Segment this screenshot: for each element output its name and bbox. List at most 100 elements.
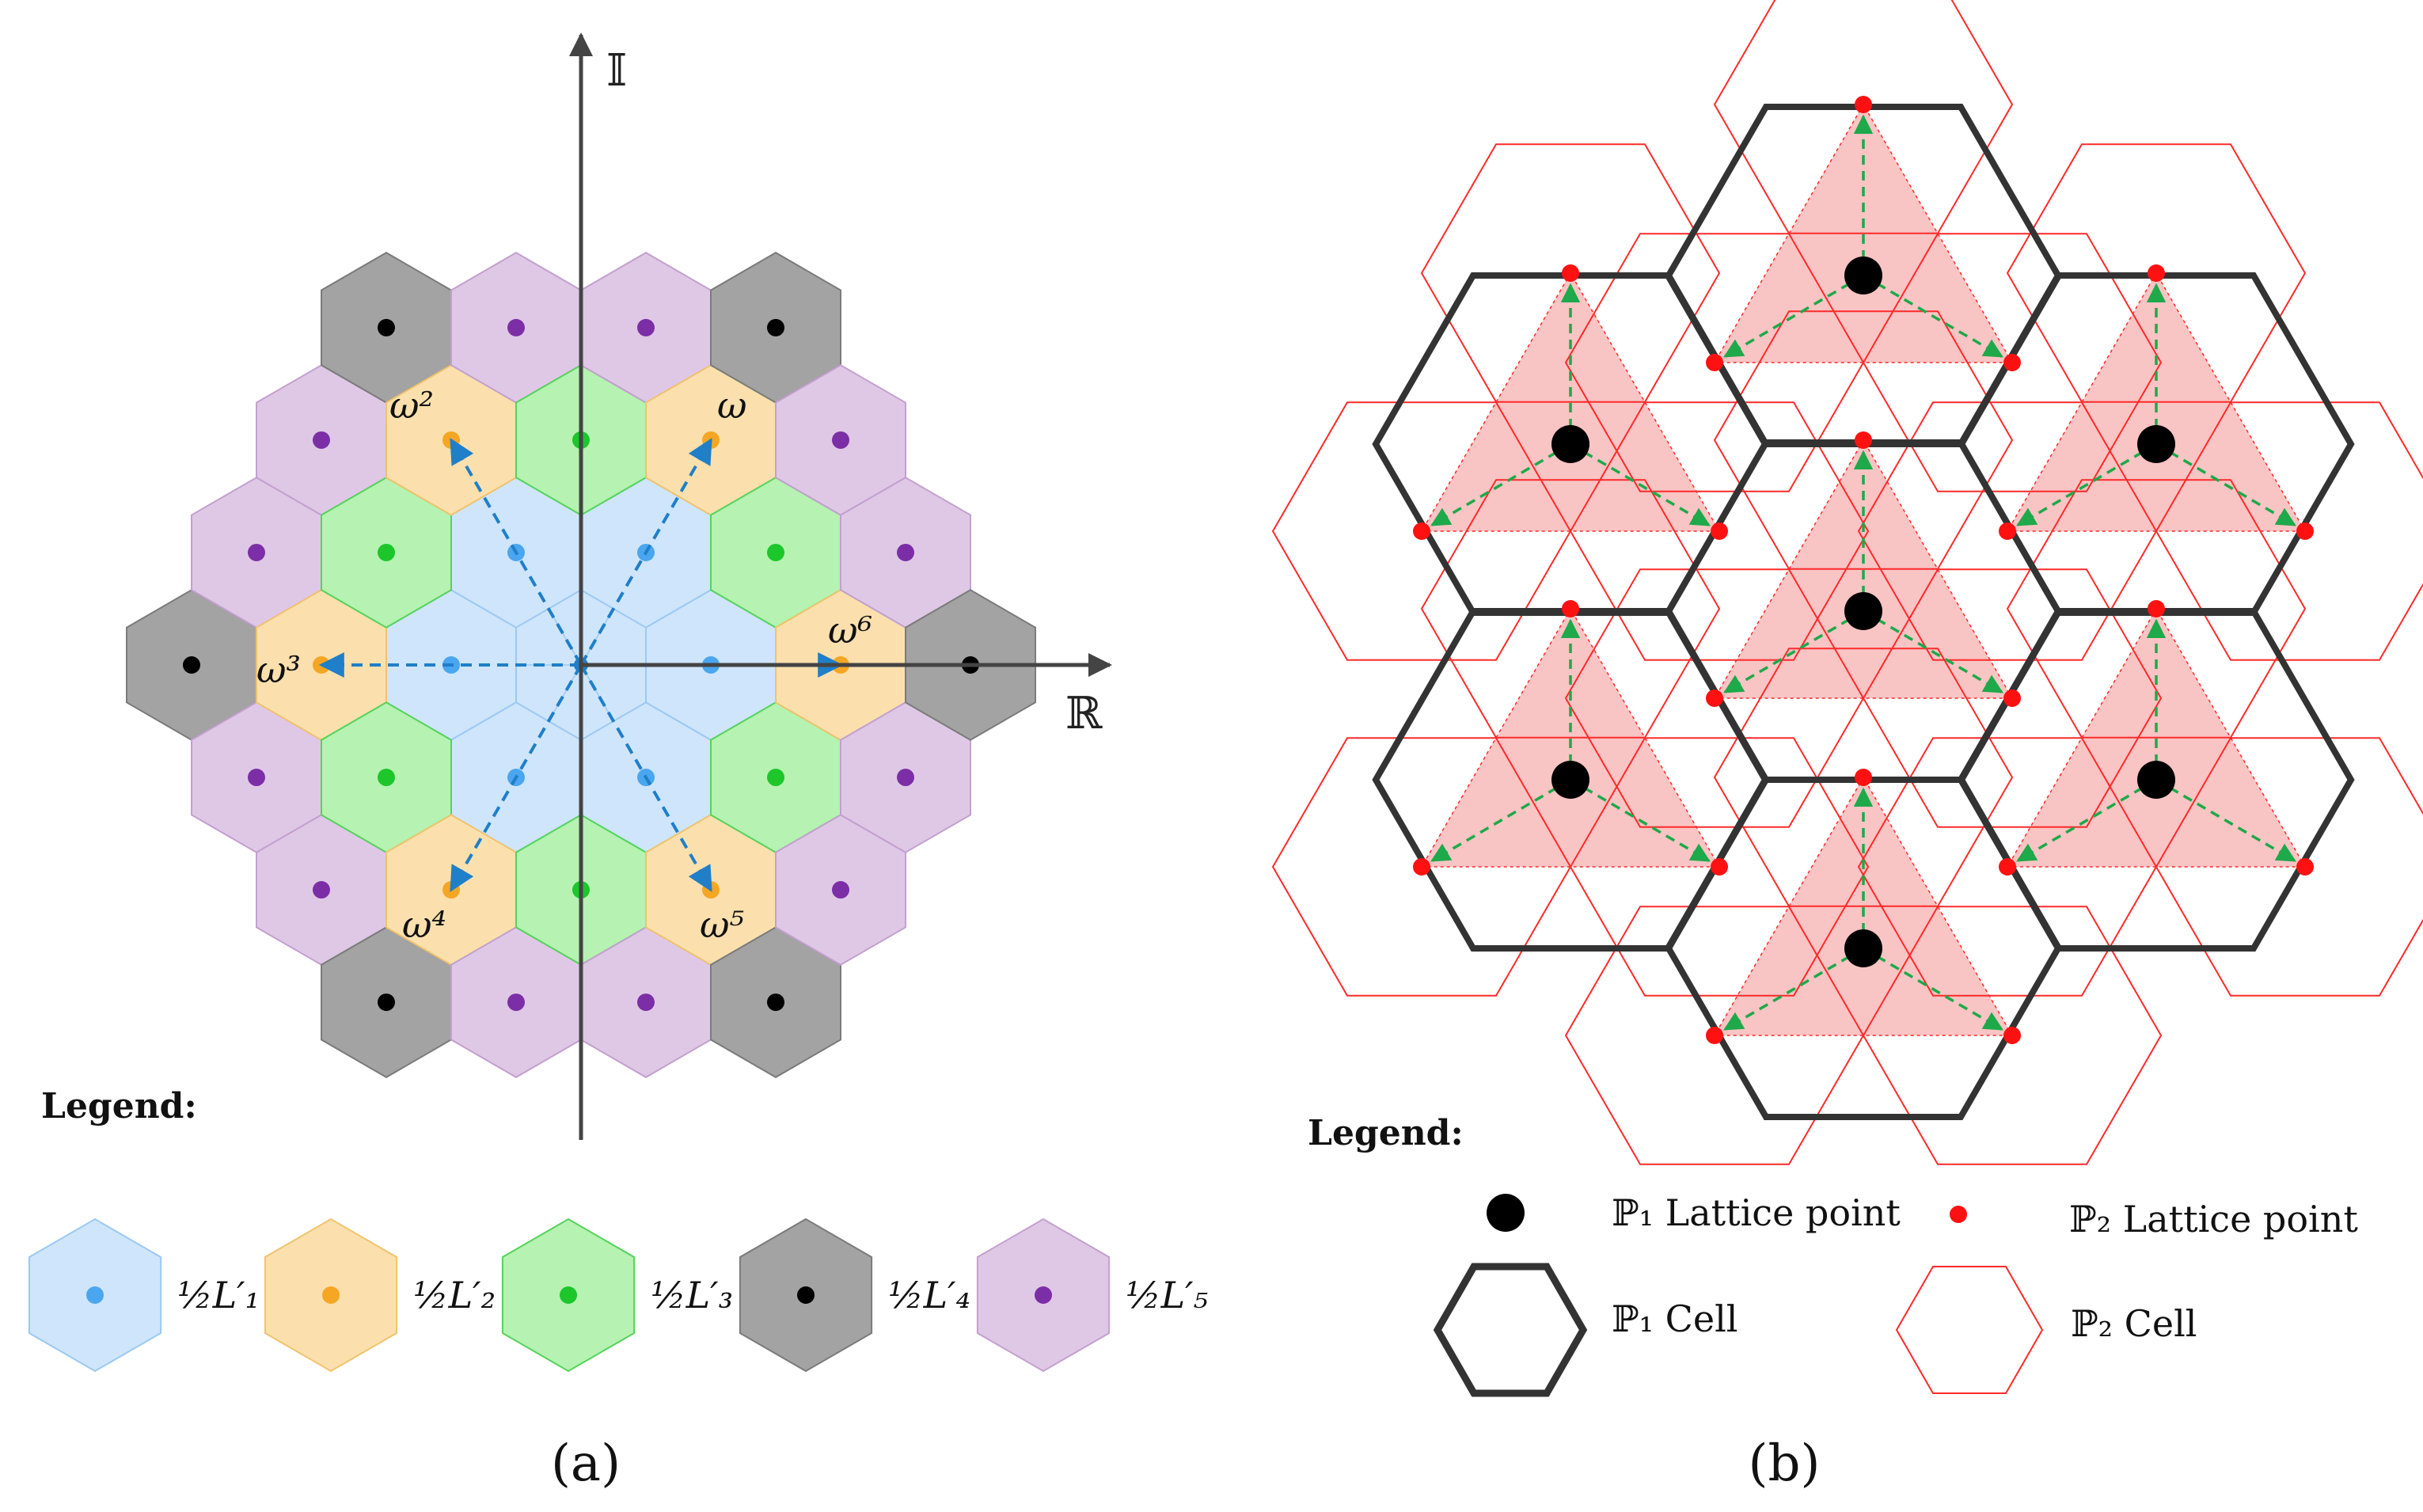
green-arrow	[1723, 274, 1864, 358]
p2-lattice-point	[1706, 690, 1723, 707]
lattice-point-l4	[378, 993, 395, 1012]
p2-lattice-point	[1855, 769, 1872, 786]
green-arrow	[1863, 610, 2003, 693]
green-arrow	[2016, 778, 2157, 862]
omega-label: ω²	[389, 384, 434, 427]
p2-lattice-point	[1413, 522, 1430, 540]
p1-cell-legend-icon	[1433, 1263, 1588, 1397]
green-arrow	[2155, 778, 2296, 862]
lattice-point-l5	[313, 431, 330, 449]
p2-lattice-point	[1855, 96, 1872, 113]
omega-vector	[450, 663, 583, 892]
p2-lattice-point	[1711, 522, 1728, 540]
omega-vector	[579, 438, 712, 666]
lattice-point-l3	[378, 543, 395, 561]
p2-cell-legend-label: ℙ₂ Cell	[2071, 1302, 2197, 1345]
p2-lattice-point	[1999, 858, 2016, 876]
p2-cell	[1862, 568, 2163, 828]
p2-lattice-point	[1562, 264, 1579, 282]
lattice-point-l5	[507, 318, 525, 336]
p2-cell	[1857, 401, 2158, 661]
p2-cell	[1564, 233, 1865, 492]
p1-lattice-point	[1844, 929, 1882, 967]
p2-lattice-point	[1711, 858, 1728, 876]
legend-dot-l1	[86, 1286, 104, 1304]
lattice-point-l3	[767, 543, 784, 561]
complex-axes: 𝕀 ℝ	[569, 32, 1112, 1140]
lattice-point-l4	[378, 318, 395, 336]
hexagonal-cells-a	[126, 252, 1036, 1078]
lattice-point-l5	[248, 769, 265, 787]
p2-lattice-point	[1562, 600, 1579, 617]
p2-lattice-point	[2003, 1027, 2021, 1044]
p2-cell	[2155, 737, 2423, 997]
omega-label: ω⁶	[828, 609, 872, 652]
p2-point-legend-label: ℙ₂ Lattice point	[2069, 1198, 2358, 1240]
green-arrow	[1723, 947, 1864, 1031]
omega-label: ω⁴	[402, 903, 446, 946]
lattice-point-l5	[832, 881, 849, 899]
p1-cell-legend-label: ℙ₁ Cell	[1612, 1297, 1738, 1340]
p2-cell-legend-icon	[1895, 1266, 2044, 1394]
green-arrow	[1430, 778, 1571, 862]
p1-lattice-point	[1551, 761, 1589, 799]
lattice-points-b	[1413, 96, 2314, 1044]
green-arrow	[1863, 274, 2003, 358]
p2-lattice-point	[1706, 354, 1723, 371]
panel-b: Legend: ℙ₁ Lattice point ℙ₂ Lattice poin…	[1271, 0, 2423, 1493]
p2-cells	[1271, 0, 2423, 1165]
p1-point-legend-icon	[1487, 1194, 1525, 1232]
p2-lattice-point	[2296, 858, 2314, 876]
p1-lattice-point	[2137, 761, 2175, 799]
legend-title-a: Legend:	[41, 1086, 197, 1126]
p2-cell	[1569, 737, 1870, 997]
legend-dot-l3	[560, 1286, 577, 1304]
p2-cell	[2155, 401, 2423, 661]
lattice-point-l5	[897, 769, 914, 787]
lattice-point-l3	[767, 769, 784, 787]
p2-lattice-point	[1999, 522, 2016, 540]
p2-cell	[1564, 568, 1865, 828]
lattice-point-l4	[183, 656, 200, 674]
lattice-point-l5	[637, 993, 655, 1012]
lattice-point-l5	[313, 881, 330, 899]
legend-label-l2: ½L′₂	[413, 1274, 496, 1316]
p2-cell	[1862, 233, 2163, 492]
p1-lattice-point	[2137, 425, 2175, 463]
lattice-point-l5	[832, 431, 849, 449]
p2-lattice-point	[2003, 690, 2021, 707]
omega-label: ω³	[256, 648, 301, 691]
omega-label: ω⁵	[700, 903, 744, 946]
p2-cell	[1564, 906, 1865, 1165]
omega-vector	[579, 663, 712, 892]
p2-cell	[1857, 737, 2158, 997]
legend-dot-l5	[1035, 1286, 1052, 1304]
p2-cell	[1862, 906, 2163, 1165]
lattice-point-l5	[897, 543, 914, 561]
green-arrow	[2016, 443, 2157, 526]
lattice-point-l5	[248, 543, 265, 561]
green-arrow	[1723, 610, 1864, 693]
p1-point-legend-label: ℙ₁ Lattice point	[1612, 1191, 1901, 1234]
lattice-point-l5	[637, 318, 655, 336]
lattice-point-l5	[507, 993, 525, 1012]
legend-dot-l4	[797, 1286, 815, 1304]
p1-lattice-point	[1551, 425, 1589, 463]
p1-lattice-point	[1844, 592, 1882, 630]
legend-label-l5: ½L′₅	[1126, 1274, 1208, 1316]
lattice-point-l4	[767, 993, 784, 1012]
caption-b: (b)	[1749, 1434, 1821, 1493]
omega-label: ω	[717, 384, 747, 427]
legend-dot-l2	[322, 1286, 340, 1304]
green-arrow	[1570, 778, 1711, 862]
p2-lattice-point	[1855, 431, 1872, 449]
lattice-point-l3	[378, 769, 395, 787]
green-arrow	[1863, 947, 2003, 1031]
caption-a: (a)	[551, 1434, 621, 1493]
p2-cell	[1569, 401, 1870, 661]
p2-cell	[1271, 737, 1572, 997]
p2-lattice-point	[2148, 264, 2165, 282]
